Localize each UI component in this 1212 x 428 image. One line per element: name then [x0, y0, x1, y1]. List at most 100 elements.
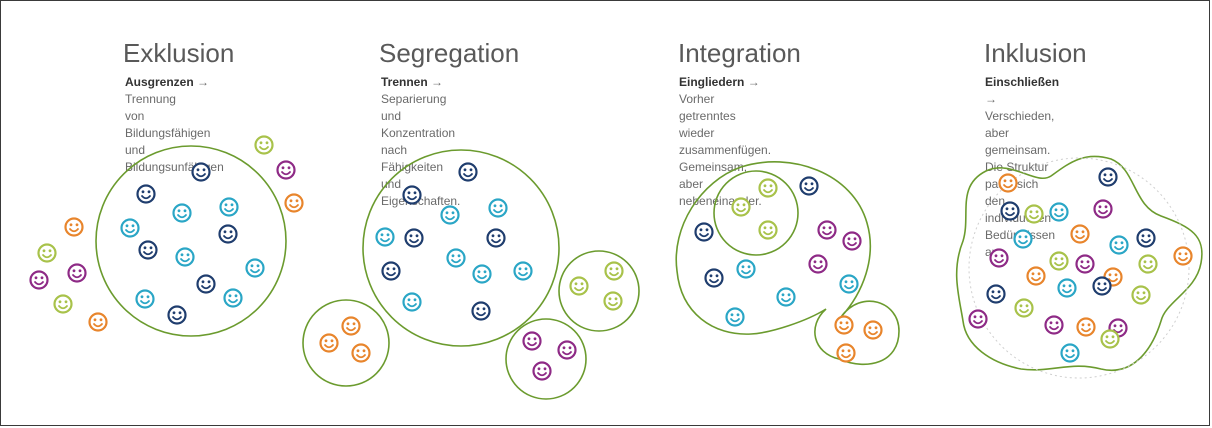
smiley-icon	[1014, 298, 1034, 318]
smiley-icon	[1026, 266, 1046, 286]
group-circle	[505, 318, 587, 400]
desc-line-2: wieder zusammenfügen.	[679, 126, 772, 157]
smiley-icon	[694, 222, 714, 242]
smiley-icon	[725, 307, 745, 327]
smiley-icon	[446, 248, 466, 268]
panel-description: Trennen → Separierung und Konzentration …	[381, 74, 460, 210]
smiley-icon	[471, 301, 491, 321]
smiley-icon	[37, 243, 57, 263]
panel-description: Einschließen → Verschieden, aber gemeins…	[985, 74, 1059, 261]
smiley-icon	[731, 197, 751, 217]
smiley-icon	[1044, 315, 1064, 335]
smiley-icon	[175, 247, 195, 267]
smiley-icon	[1060, 343, 1080, 363]
smiley-icon	[319, 333, 339, 353]
desc-line-1: Trennung	[125, 92, 176, 106]
group-circle	[558, 250, 640, 332]
smiley-icon	[863, 320, 883, 340]
desc-line-2: von Bildungsfähigen	[125, 109, 211, 140]
smiley-icon	[341, 316, 361, 336]
panel-keyword: Einschließen	[985, 75, 1060, 89]
group-circle	[95, 145, 287, 337]
smiley-icon	[1173, 246, 1193, 266]
panel-title: Segregation	[379, 38, 520, 68]
smiley-icon	[1098, 167, 1118, 187]
smiley-icon	[402, 185, 422, 205]
smiley-icon	[704, 268, 724, 288]
smiley-icon	[1131, 285, 1151, 305]
smiley-icon	[404, 228, 424, 248]
desc-line-1: Vorher getrenntes	[679, 92, 736, 123]
smiley-icon	[167, 305, 187, 325]
group-circle	[302, 299, 390, 387]
smiley-icon	[532, 361, 552, 381]
smiley-icon	[375, 227, 395, 247]
smiley-icon	[488, 198, 508, 218]
smiley-icon	[1049, 251, 1069, 271]
smiley-icon	[64, 217, 84, 237]
panel-keyword: Trennen	[381, 75, 428, 89]
arrow-icon: →	[197, 75, 210, 89]
group-blob	[955, 155, 1203, 372]
smiley-icon	[604, 261, 624, 281]
smiley-icon	[1057, 278, 1077, 298]
smiley-icon	[172, 203, 192, 223]
smiley-icon	[1100, 329, 1120, 349]
smiley-icon	[736, 259, 756, 279]
smiley-icon	[196, 274, 216, 294]
panel-keyword: Eingliedern	[679, 75, 745, 89]
smiley-icon	[29, 270, 49, 290]
smiley-icon	[458, 162, 478, 182]
smiley-icon	[522, 331, 542, 351]
smiley-icon	[1049, 202, 1069, 222]
smiley-icon	[254, 135, 274, 155]
smiley-icon	[758, 220, 778, 240]
smiley-icon	[138, 240, 158, 260]
smiley-icon	[834, 315, 854, 335]
desc-line-2: aber gemeinsam. Die Struktur	[985, 126, 1051, 174]
smiley-icon	[513, 261, 533, 281]
smiley-icon	[998, 173, 1018, 193]
smiley-icon	[135, 289, 155, 309]
smiley-icon	[402, 292, 422, 312]
panel-title: Integration	[678, 38, 801, 68]
desc-line-1: Separierung und	[381, 92, 447, 123]
panel-title: Exklusion	[123, 38, 235, 68]
smiley-icon	[799, 176, 819, 196]
smiley-icon	[968, 309, 988, 329]
smiley-icon	[569, 276, 589, 296]
arrow-icon: →	[431, 75, 444, 89]
arrow-icon: →	[985, 92, 997, 106]
desc-line-2: Konzentration nach Fähigkeiten	[381, 126, 456, 174]
smiley-icon	[808, 254, 828, 274]
smiley-icon	[381, 261, 401, 281]
smiley-icon	[219, 197, 239, 217]
smiley-icon	[67, 263, 87, 283]
smiley-icon	[486, 228, 506, 248]
smiley-icon	[136, 184, 156, 204]
smiley-icon	[1000, 201, 1020, 221]
smiley-icon	[1076, 317, 1096, 337]
panel-title: Inklusion	[984, 38, 1087, 68]
arrow-icon: →	[747, 75, 760, 89]
smiley-icon	[1093, 199, 1113, 219]
smiley-icon	[1109, 235, 1129, 255]
smiley-icon	[1013, 229, 1033, 249]
smiley-icon	[557, 340, 577, 360]
smiley-icon	[842, 231, 862, 251]
smiley-icon	[1070, 224, 1090, 244]
smiley-icon	[1024, 204, 1044, 224]
smiley-icon	[758, 178, 778, 198]
smiley-icon	[351, 343, 371, 363]
smiley-icon	[472, 264, 492, 284]
smiley-icon	[276, 160, 296, 180]
group-circle	[713, 170, 799, 256]
desc-line-1: Verschieden,	[985, 109, 1055, 123]
smiley-icon	[120, 218, 140, 238]
group-blob	[675, 161, 900, 366]
smiley-icon	[839, 274, 859, 294]
smiley-icon	[603, 291, 623, 311]
smiley-icon	[1092, 276, 1112, 296]
desc-line-3: und Eigenschaften.	[381, 177, 461, 208]
